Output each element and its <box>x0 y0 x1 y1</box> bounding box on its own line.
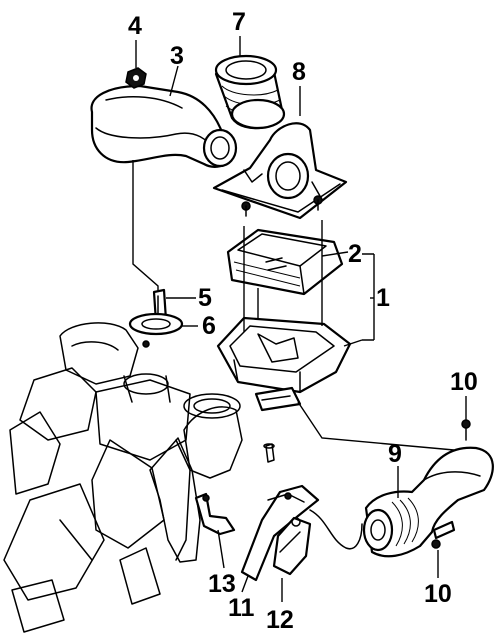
part-support <box>240 484 320 582</box>
leader-lines <box>132 36 467 602</box>
part-stud <box>263 443 275 463</box>
callout-6: 6 <box>202 312 216 340</box>
callout-10-top: 10 <box>450 368 478 396</box>
hose-line <box>309 509 363 550</box>
part-air-cleaner-lid <box>90 84 238 168</box>
callout-10-bottom: 10 <box>424 580 452 608</box>
callout-7: 7 <box>232 8 246 36</box>
part-grommet <box>128 312 184 348</box>
part-adapter <box>212 122 348 220</box>
callout-8: 8 <box>292 58 306 86</box>
part-air-cleaner-housing <box>216 316 352 412</box>
part-filter-element <box>226 228 344 296</box>
part-bolt-top <box>461 419 471 441</box>
callout-1: 1 <box>376 284 390 312</box>
callout-2: 2 <box>348 240 362 268</box>
callout-5: 5 <box>198 284 212 312</box>
part-heat-shield <box>272 516 312 576</box>
callout-11: 11 <box>228 594 255 622</box>
callout-4: 4 <box>128 12 142 40</box>
callout-3: 3 <box>170 42 184 70</box>
part-bolt-bottom <box>431 520 456 549</box>
part-bracket <box>194 492 236 536</box>
part-nut <box>125 67 147 89</box>
part-coupler <box>214 54 286 130</box>
part-intake-duct <box>362 446 494 558</box>
callout-9: 9 <box>388 440 402 468</box>
callout-13: 13 <box>208 570 236 598</box>
engine-assembly <box>3 322 243 633</box>
callout-12: 12 <box>266 606 294 634</box>
